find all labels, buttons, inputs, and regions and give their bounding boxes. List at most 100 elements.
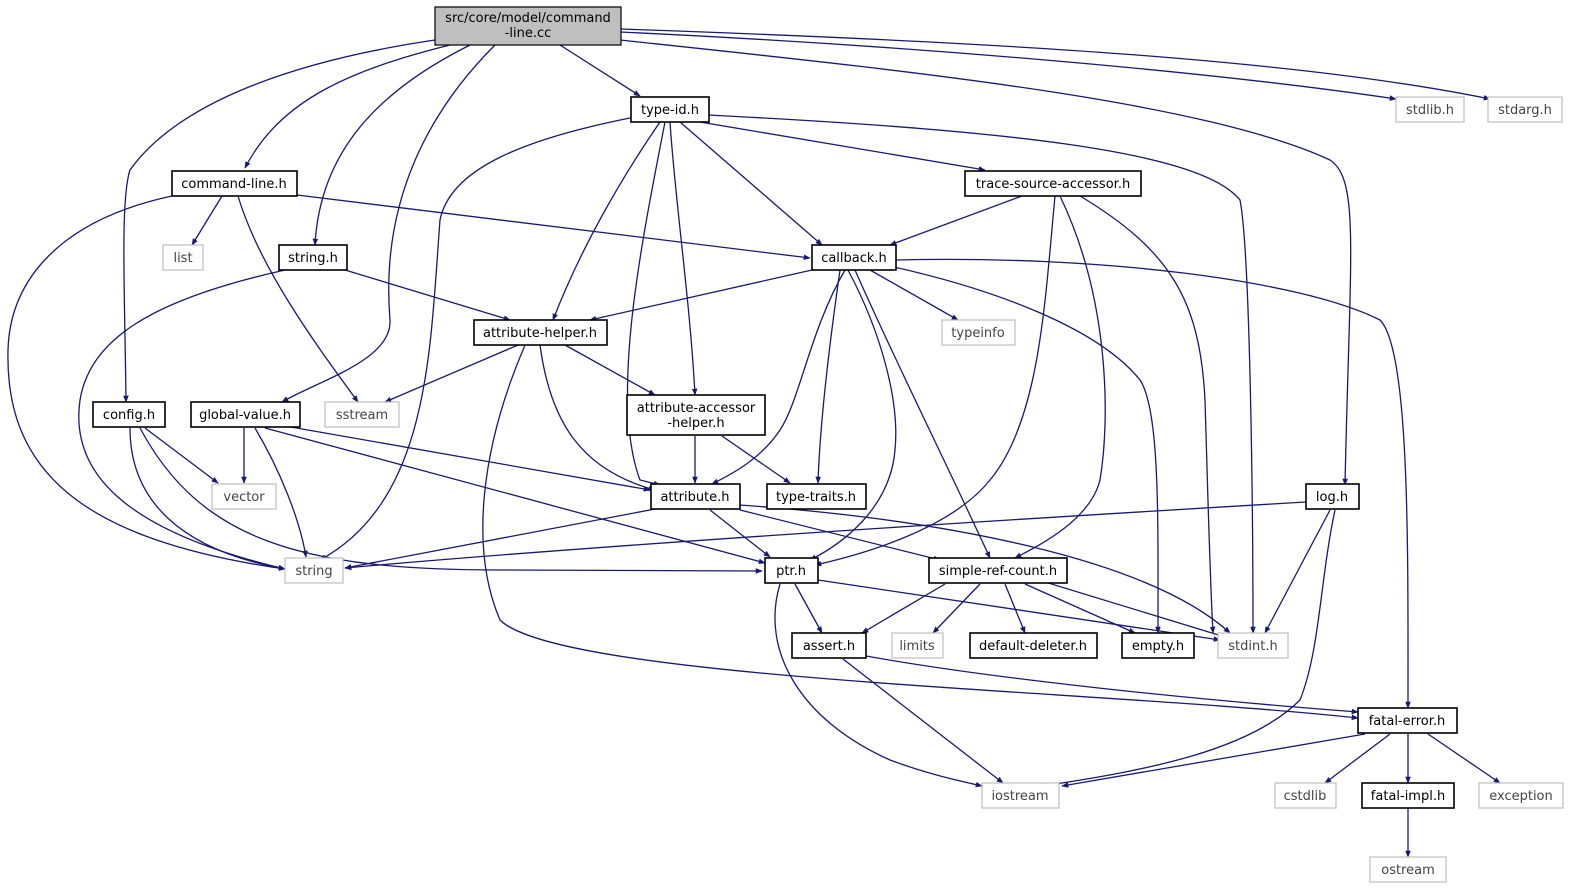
node-label: assert.h xyxy=(803,639,855,654)
node-string[interactable]: string xyxy=(284,557,344,584)
edge-callback-to-ptr xyxy=(809,269,897,561)
node-label: type-traits.h xyxy=(776,490,856,505)
node-label: src/core/model/command xyxy=(445,11,611,26)
node-label: ptr.h xyxy=(776,564,806,579)
node-fatal-impl-h[interactable]: fatal-impl.h xyxy=(1361,782,1455,809)
edge-cc-to-command-line-h xyxy=(244,44,451,169)
node-iostream[interactable]: iostream xyxy=(981,782,1060,809)
edge-type-id-to-stdint xyxy=(707,114,1256,634)
node-list[interactable]: list xyxy=(162,244,204,271)
edge-trace-source-to-callback xyxy=(889,195,1023,246)
node-label: string.h xyxy=(288,251,338,266)
node-label: log.h xyxy=(1316,490,1348,505)
edge-cc-to-string-h xyxy=(312,44,471,246)
edge-assert-to-iostream xyxy=(842,658,1004,784)
edges xyxy=(7,28,1501,858)
node-exception[interactable]: exception xyxy=(1478,782,1564,809)
node-ptr-h[interactable]: ptr.h xyxy=(764,557,819,584)
edge-attribute-helper-to-fatal-error xyxy=(482,344,1359,721)
nodes: src/core/model/command -line.cc type-id.… xyxy=(92,6,1564,883)
edge-ptr-to-assert xyxy=(794,583,823,634)
edge-log-to-string xyxy=(344,501,1307,571)
node-label: command-line.h xyxy=(181,177,286,192)
edge-simple-ref-to-empty xyxy=(1024,583,1136,634)
edge-command-line-to-string xyxy=(7,195,286,571)
node-label: list xyxy=(173,251,192,266)
node-type-traits-h[interactable]: type-traits.h xyxy=(766,483,867,510)
edge-log-to-stdint xyxy=(1264,509,1331,634)
node-string-h[interactable]: string.h xyxy=(278,244,348,271)
node-sstream[interactable]: sstream xyxy=(324,401,400,428)
node-label: fatal-error.h xyxy=(1369,714,1446,729)
edge-log-to-iostream xyxy=(1041,509,1336,788)
edge-simple-ref-to-assert xyxy=(861,583,946,634)
edge-attribute-to-simple-ref xyxy=(739,509,941,562)
node-label: ostream xyxy=(1381,863,1435,878)
node-label: callback.h xyxy=(821,251,887,266)
node-label: vector xyxy=(223,490,265,505)
node-label: attribute-accessor xyxy=(637,401,756,416)
edge-simple-ref-to-stdint xyxy=(1044,581,1226,638)
edge-callback-to-attribute-helper xyxy=(589,269,813,322)
node-label: exception xyxy=(1489,789,1553,804)
node-fatal-error-h[interactable]: fatal-error.h xyxy=(1357,707,1458,734)
node-attribute-helper-h[interactable]: attribute-helper.h xyxy=(473,319,608,346)
edge-ptr-to-iostream xyxy=(774,583,983,788)
edge-attribute-to-string xyxy=(344,508,656,570)
edge-string-h-to-attribute-helper xyxy=(344,269,511,321)
edge-global-value-to-string xyxy=(254,427,308,558)
node-assert-h[interactable]: assert.h xyxy=(791,632,867,659)
node-label: sstream xyxy=(336,408,388,423)
edge-cc-to-stdlib xyxy=(619,31,1397,101)
node-label: type-id.h xyxy=(641,103,699,118)
edge-command-line-to-sstream xyxy=(237,195,359,403)
edge-fatal-error-to-cstdlib xyxy=(1324,733,1391,784)
node-command-line-cc[interactable]: src/core/model/command -line.cc xyxy=(434,6,622,46)
node-stdarg-h[interactable]: stdarg.h xyxy=(1487,96,1563,123)
edge-global-value-to-ptr xyxy=(264,427,766,565)
edge-callback-to-empty xyxy=(884,264,1161,634)
node-ostream[interactable]: ostream xyxy=(1369,856,1447,883)
node-attribute-h[interactable]: attribute.h xyxy=(650,483,741,510)
node-stdint-h[interactable]: stdint.h xyxy=(1217,632,1289,659)
node-trace-source-accessor-h[interactable]: trace-source-accessor.h xyxy=(964,170,1142,197)
node-limits[interactable]: limits xyxy=(891,632,944,659)
node-attribute-accessor-helper-h[interactable]: attribute-accessor -helper.h xyxy=(626,394,766,436)
edge-global-value-to-attribute xyxy=(284,425,651,492)
node-empty-h[interactable]: empty.h xyxy=(1121,632,1195,659)
node-label: typeinfo xyxy=(951,326,1004,341)
node-simple-ref-count-h[interactable]: simple-ref-count.h xyxy=(928,557,1068,584)
edge-config-to-vector xyxy=(144,427,219,484)
node-label: trace-source-accessor.h xyxy=(976,177,1130,192)
edge-trace-source-to-ptr xyxy=(814,195,1056,567)
edge-type-id-to-attribute xyxy=(626,121,666,487)
node-type-id-h[interactable]: type-id.h xyxy=(630,96,710,123)
edge-attribute-helper-to-attribute xyxy=(539,344,656,492)
edge-string-h-to-string xyxy=(78,269,286,571)
node-label: stdint.h xyxy=(1228,639,1277,654)
edge-command-line-to-callback xyxy=(296,194,811,261)
node-global-value-h[interactable]: global-value.h xyxy=(190,401,301,428)
edge-config-to-string xyxy=(129,427,286,571)
node-label: empty.h xyxy=(1132,639,1184,654)
edge-callback-to-type-traits xyxy=(815,269,841,484)
node-label: stdarg.h xyxy=(1498,103,1552,118)
node-default-deleter-h[interactable]: default-deleter.h xyxy=(969,632,1098,659)
node-callback-h[interactable]: callback.h xyxy=(811,244,897,271)
node-cstdlib[interactable]: cstdlib xyxy=(1274,782,1337,809)
edge-command-line-to-list xyxy=(191,195,223,246)
node-label: -line.cc xyxy=(505,26,552,41)
edge-simple-ref-to-default-deleter xyxy=(1004,583,1026,634)
node-command-line-h[interactable]: command-line.h xyxy=(171,170,298,197)
node-stdlib-h[interactable]: stdlib.h xyxy=(1395,96,1465,123)
edge-trace-source-to-simple-ref xyxy=(1014,195,1106,559)
node-label: attribute-helper.h xyxy=(483,326,597,341)
node-config-h[interactable]: config.h xyxy=(92,401,166,428)
node-vector[interactable]: vector xyxy=(211,483,277,510)
edge-type-id-to-callback xyxy=(679,121,823,246)
node-typeinfo[interactable]: typeinfo xyxy=(941,319,1016,346)
edge-callback-to-simple-ref xyxy=(854,269,991,559)
edge-ptr-to-stdint xyxy=(817,579,1221,642)
node-log-h[interactable]: log.h xyxy=(1305,483,1360,510)
